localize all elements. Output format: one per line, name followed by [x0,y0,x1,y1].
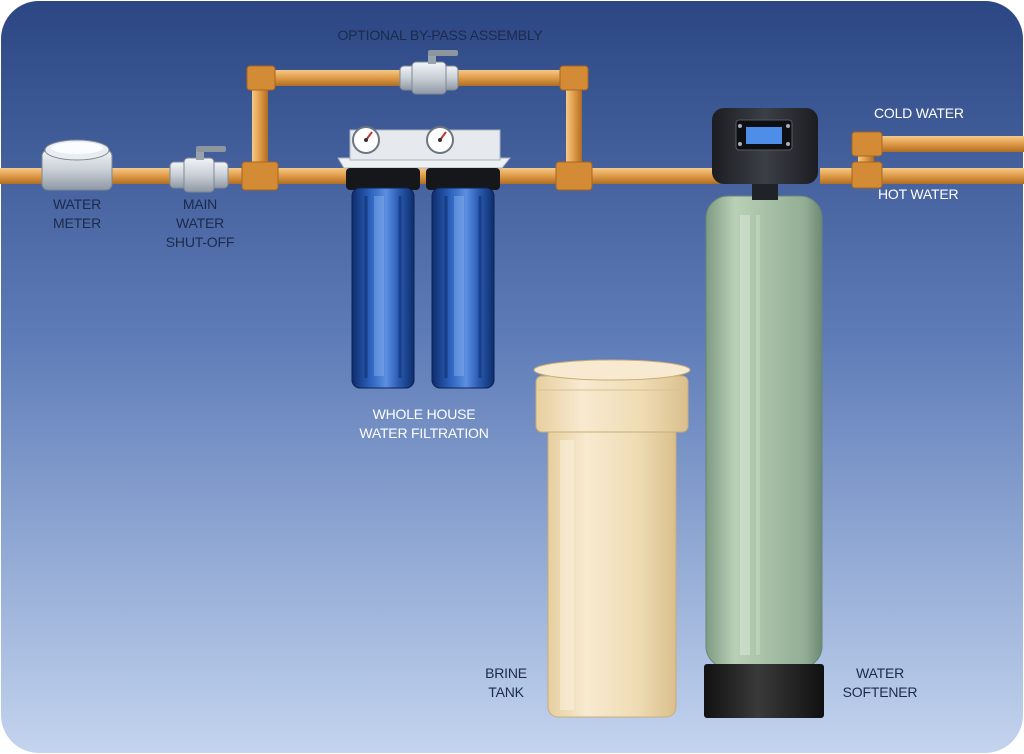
water-meter-label: WATER METER [40,195,114,233]
brine-tank-line-1: BRINE [485,665,527,681]
water-softener-line-2: SOFTENER [842,684,918,700]
cold-water-label: COLD WATER [874,104,964,123]
cold-water-text: COLD WATER [874,105,964,121]
bypass-assembly-text: OPTIONAL BY-PASS ASSEMBLY [337,27,543,43]
pressure-gauge-icon [352,126,380,154]
whole-house-filter-icon [337,126,512,389]
cold-water-outlet-pipe [820,131,1024,189]
hot-water-text: HOT WATER [878,186,959,202]
hot-water-label: HOT WATER [878,185,959,204]
pressure-gauge-icon [426,126,454,154]
pipe-fittings [241,65,593,191]
water-meter-line-2: METER [52,215,101,231]
water-softener-icon [704,108,824,718]
control-valve-head-icon [712,108,818,200]
main-shutoff-label: MAIN WATER SHUT-OFF [156,195,244,252]
main-shutoff-valve-icon [169,146,229,193]
brine-tank-icon [533,359,691,718]
filtration-label: WHOLE HOUSE WATER FILTRATION [346,405,502,443]
bypass-assembly-label: OPTIONAL BY-PASS ASSEMBLY [330,26,550,45]
brine-tank-label: BRINE TANK [474,664,538,702]
filtration-line-1: WHOLE HOUSE [372,406,476,422]
main-shutoff-line-3: SHUT-OFF [165,234,235,250]
brine-tank-line-2: TANK [488,684,524,700]
main-shutoff-line-1: MAIN [182,196,218,212]
water-meter-line-1: WATER [53,196,101,212]
water-softener-line-1: WATER [856,665,904,681]
water-meter-icon [41,139,113,191]
water-softener-label: WATER SOFTENER [836,664,924,702]
filtration-line-2: WATER FILTRATION [359,425,489,441]
bypass-valve-icon [399,50,459,95]
main-shutoff-line-2: WATER [176,215,224,231]
